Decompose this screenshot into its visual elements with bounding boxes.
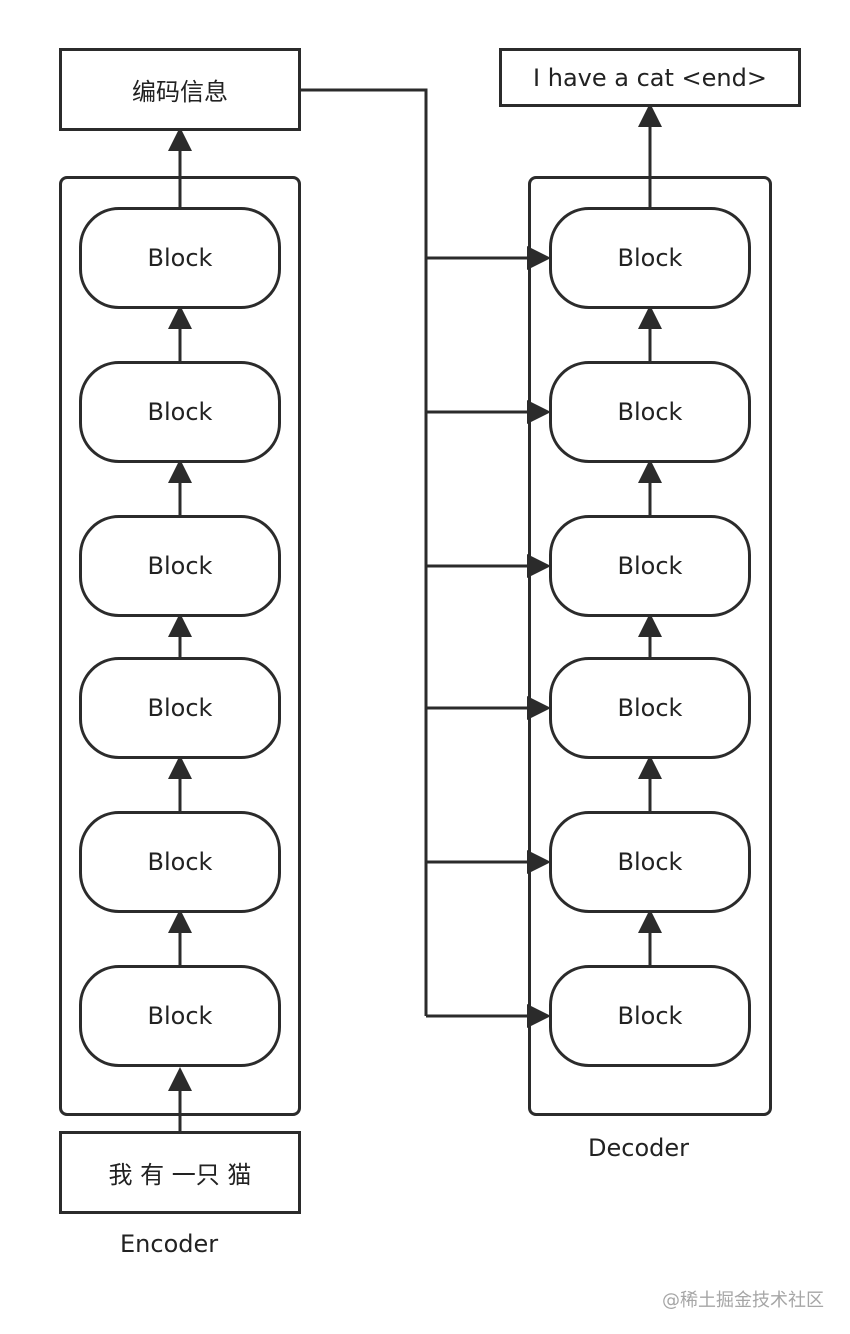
encoder-output-label: 编码信息 — [132, 78, 228, 106]
encoder-block-1: Block — [79, 965, 281, 1067]
encoder-input-box: 我 有 一只 猫 — [59, 1131, 301, 1214]
encoder-input-label: 我 有 一只 猫 — [108, 1161, 252, 1189]
encoder-block-3: Block — [79, 657, 281, 759]
block-label: Block — [147, 398, 213, 426]
block-label: Block — [617, 244, 683, 272]
block-label: Block — [147, 552, 213, 580]
decoder-output-box: I have a cat <end> — [499, 48, 801, 107]
block-label: Block — [147, 244, 213, 272]
decoder-block-3: Block — [549, 657, 751, 759]
block-label: Block — [617, 848, 683, 876]
block-label: Block — [147, 694, 213, 722]
block-label: Block — [147, 848, 213, 876]
encoder-block-2: Block — [79, 811, 281, 913]
block-label: Block — [617, 694, 683, 722]
watermark-text: @稀土掘金技术社区 — [662, 1290, 824, 1311]
decoder-stack — [528, 176, 772, 1116]
decoder-block-2: Block — [549, 811, 751, 913]
decoder-block-4: Block — [549, 515, 751, 617]
block-label: Block — [147, 1002, 213, 1030]
encoder-block-4: Block — [79, 515, 281, 617]
decoder-caption: Decoder — [588, 1134, 689, 1162]
encoder-block-6: Block — [79, 207, 281, 309]
encoder-block-5: Block — [79, 361, 281, 463]
block-label: Block — [617, 398, 683, 426]
decoder-block-5: Block — [549, 361, 751, 463]
decoder-block-1: Block — [549, 965, 751, 1067]
decoder-block-6: Block — [549, 207, 751, 309]
encoder-output-box: 编码信息 — [59, 48, 301, 131]
encoder-stack — [59, 176, 301, 1116]
block-label: Block — [617, 552, 683, 580]
block-label: Block — [617, 1002, 683, 1030]
decoder-output-label: I have a cat <end> — [533, 63, 767, 92]
encoded-info-route — [300, 88, 428, 1016]
encoder-caption: Encoder — [120, 1230, 219, 1258]
